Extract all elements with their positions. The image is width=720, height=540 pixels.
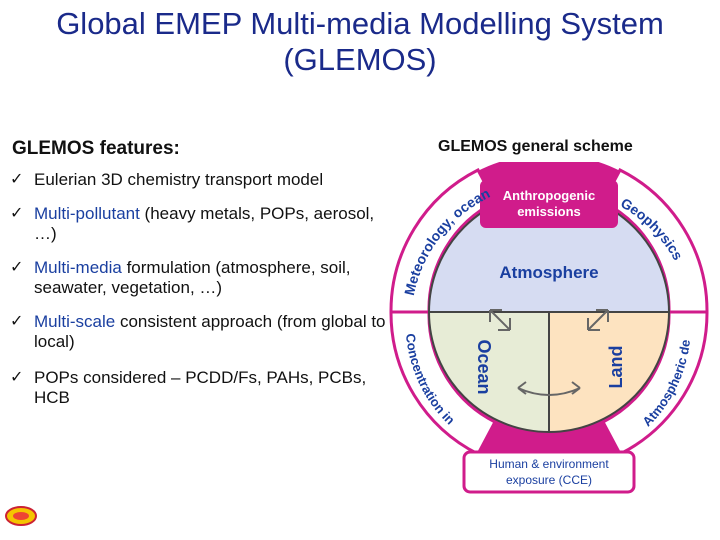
exposure-box <box>462 450 636 494</box>
atmosphere-ocean-arrow-icon <box>489 309 511 331</box>
feature-text: Eulerian 3D chemistry transport model <box>34 170 324 189</box>
feature-text: (heavy metals, POPs, aerosol, …) <box>34 204 375 243</box>
feature-item: ✓ Multi-media formulation (atmosphere, s… <box>10 258 390 298</box>
check-icon: ✓ <box>10 171 24 188</box>
check-icon: ✓ <box>10 313 24 330</box>
feature-highlight: Multi-scale <box>34 312 116 331</box>
title-line-2: (GLEMOS) <box>283 42 437 77</box>
atmosphere-label: Atmosphere <box>499 263 598 282</box>
land-label: Land <box>606 346 626 389</box>
feature-text: consistent approach (from global to loca… <box>34 312 386 351</box>
ocean-land-arrow-icon <box>517 381 581 396</box>
feature-item: ✓ Eulerian 3D chemistry transport model <box>10 170 390 190</box>
check-icon: ✓ <box>10 205 24 222</box>
exchange-arrows <box>489 309 609 396</box>
emissions-line-2: emissions <box>517 204 581 219</box>
check-icon: ✓ <box>10 259 24 276</box>
glemos-scheme-diagram: Anthropogenic emissions Human & environm… <box>378 162 709 494</box>
exposure-line-2: exposure (CCE) <box>506 473 592 487</box>
land-sector <box>548 311 671 434</box>
ocean-label: Ocean <box>474 339 494 394</box>
feature-text: formulation (atmosphere, soil, seawater,… <box>34 258 351 297</box>
emissions-line-1: Anthropogenic <box>503 188 595 203</box>
feature-item: ✓ Multi-pollutant (heavy metals, POPs, a… <box>10 204 390 244</box>
scheme-heading: GLEMOS general scheme <box>438 138 633 155</box>
feature-highlight: Multi-pollutant <box>34 204 140 223</box>
atmosphere-land-arrow-icon <box>587 309 609 331</box>
title-line-1: Global EMEP Multi-media Modelling System <box>56 6 664 41</box>
ocean-sector <box>427 311 550 434</box>
feature-text: POPs considered – PCDD/Fs, PAHs, PCBs, H… <box>34 368 367 407</box>
check-icon: ✓ <box>10 369 24 386</box>
feature-item: ✓ POPs considered – PCDD/Fs, PAHs, PCBs,… <box>10 368 390 408</box>
feature-highlight: Multi-media <box>34 258 122 277</box>
feature-item: ✓ Multi-scale consistent approach (from … <box>10 312 390 352</box>
emissions-box <box>480 180 618 228</box>
exposure-line-1: Human & environment <box>489 457 609 471</box>
page-title: Global EMEP Multi-media Modelling System… <box>0 6 720 78</box>
features-heading: GLEMOS features: <box>12 138 180 159</box>
emep-logo <box>5 506 37 526</box>
